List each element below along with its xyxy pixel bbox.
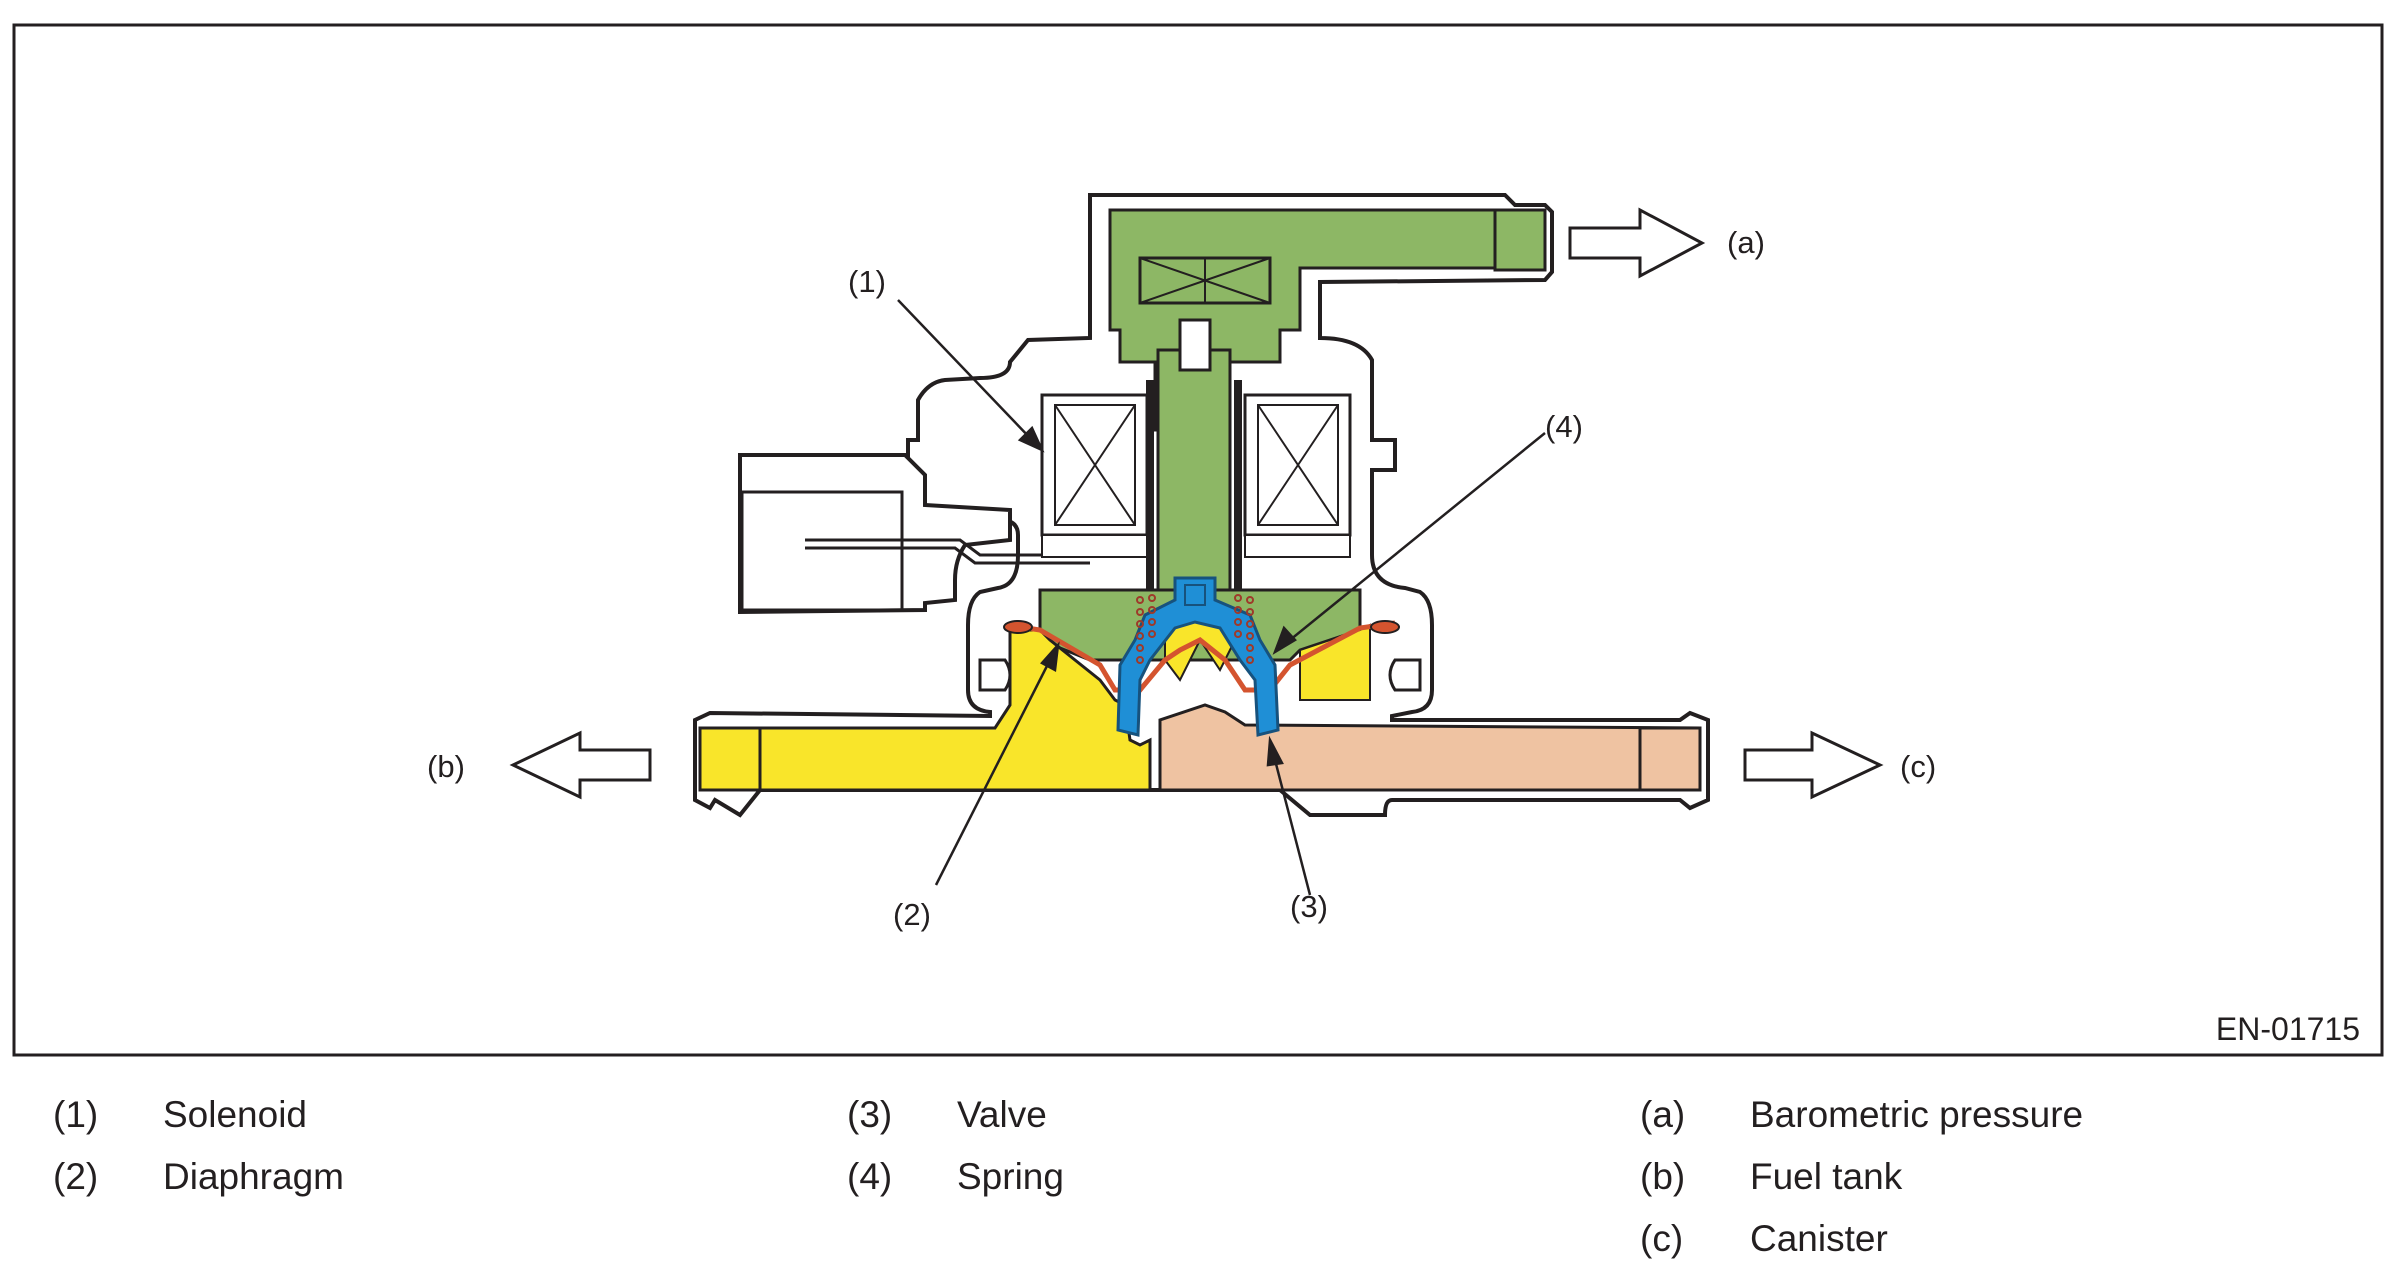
- legend-key: (3): [847, 1094, 893, 1135]
- legend-text: Diaphragm: [163, 1156, 344, 1197]
- legend-key: (4): [847, 1156, 893, 1197]
- plunger: [1156, 348, 1232, 602]
- legend-key: (c): [1640, 1218, 1684, 1259]
- port-a-nipple: [1493, 208, 1547, 272]
- callout-4: (4): [1545, 409, 1583, 444]
- port-label-a: (a): [1727, 225, 1765, 260]
- spring-left: [1136, 594, 1156, 664]
- legend-key: (b): [1640, 1156, 1686, 1197]
- figure-code: EN-01715: [2216, 1011, 2360, 1047]
- solenoid-coil-left: [1040, 393, 1149, 558]
- connector-pin-line: [805, 538, 1090, 557]
- connector-pin-line-2: [805, 546, 1090, 565]
- filter-element-x: [1139, 257, 1271, 304]
- clip-left: [978, 658, 1012, 692]
- valve-diagram: (1) (2) (3) (4) (a) (b) (c) EN-01715: [12, 23, 2384, 1057]
- connector-body: [738, 453, 1012, 615]
- legend-key: (1): [53, 1094, 99, 1135]
- port-b-nipple: [698, 726, 762, 792]
- legend-text: Barometric pressure: [1750, 1094, 2084, 1135]
- flow-arrow-c: [1743, 730, 1884, 800]
- legend-key: (a): [1640, 1094, 1686, 1135]
- flow-arrow-b: [509, 730, 652, 800]
- port-label-c: (c): [1900, 749, 1936, 784]
- figure-frame: [12, 23, 2384, 1057]
- callout-1: (1): [848, 264, 886, 299]
- plunger-top: [1178, 318, 1212, 372]
- legend-text: Fuel tank: [1750, 1156, 1903, 1197]
- seal-left: [1003, 620, 1033, 634]
- legend-key: (2): [53, 1156, 99, 1197]
- valve-poppet: [1116, 576, 1280, 737]
- legend-text: Solenoid: [163, 1094, 308, 1135]
- leader-lines: [897, 299, 1546, 896]
- flow-arrow-a: [1568, 207, 1706, 279]
- diaphragm: [1007, 620, 1396, 693]
- connector-pin-box: [740, 490, 904, 612]
- legend-text: Valve: [957, 1094, 1047, 1135]
- valve-poppet-core: [1184, 584, 1206, 606]
- callout-2: (2): [893, 897, 931, 932]
- seal-right: [1370, 620, 1400, 634]
- spring-right: [1234, 594, 1254, 664]
- clip-right: [1388, 658, 1422, 692]
- port-label-b: (b): [427, 749, 465, 784]
- legend-text: Spring: [957, 1156, 1064, 1197]
- legend-text: Canister: [1750, 1218, 1888, 1259]
- callout-3: (3): [1290, 889, 1328, 924]
- port-c-nipple: [1638, 726, 1702, 792]
- legend: (1) Solenoid (2) Diaphragm (3) Valve (4)…: [0, 1085, 2397, 1275]
- solenoid-coil-right: [1243, 393, 1352, 558]
